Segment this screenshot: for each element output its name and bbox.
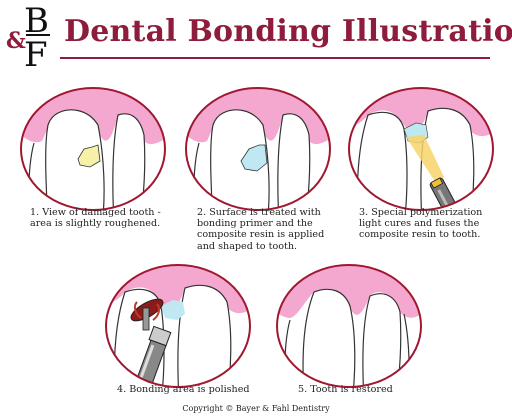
- step-4-caption: 4. Bonding area is polished: [117, 384, 250, 395]
- logo-ampersand: &: [6, 28, 26, 54]
- page-title: Dental Bonding Illustration: [64, 14, 512, 49]
- caption-line: 3. Special polymerization: [359, 207, 483, 218]
- composite-resin: [161, 300, 185, 320]
- step-2-caption: 2. Surface is treated with bonding prime…: [197, 207, 324, 252]
- step-5-caption: 5. Tooth is restored: [298, 384, 393, 395]
- caption-line: composite resin to tooth.: [359, 229, 481, 241]
- caption-line: 4. Bonding area is polished: [117, 384, 250, 395]
- logo-letter-f: F: [24, 35, 48, 68]
- step-1-illustration: [18, 85, 168, 213]
- damaged-area: [77, 144, 101, 168]
- step-3-caption: 3. Special polymerization light cures an…: [359, 207, 482, 241]
- logo-divider: [26, 34, 50, 36]
- caption-line: 2. Surface is treated with: [197, 207, 321, 218]
- caption-line: area is slightly roughened.: [30, 218, 161, 230]
- caption-line: composite resin is applied: [197, 229, 325, 241]
- caption-line: 5. Tooth is restored: [298, 384, 393, 395]
- caption-line: light cures and fuses the: [359, 218, 480, 230]
- composite-resin: [240, 144, 268, 172]
- step-3-illustration: [346, 85, 496, 213]
- step-2-illustration: [183, 85, 333, 213]
- bayer-fahl-logo: & B F: [6, 2, 50, 68]
- title-underline: [60, 57, 490, 59]
- caption-line: and shaped to tooth.: [197, 240, 298, 252]
- polishing-disc-icon: [130, 298, 164, 331]
- step-1-caption: 1. View of damaged tooth - area is sligh…: [30, 207, 161, 229]
- step-4-illustration: [103, 262, 253, 390]
- step-5-illustration: [274, 262, 424, 390]
- caption-line: bonding primer and the: [197, 218, 313, 230]
- curing-light-icon: [429, 177, 463, 210]
- curing-light-beam: [406, 135, 444, 183]
- copyright-notice: Copyright © Bayer & Fahl Dentistry: [182, 404, 330, 413]
- caption-line: 1. View of damaged tooth -: [30, 207, 161, 218]
